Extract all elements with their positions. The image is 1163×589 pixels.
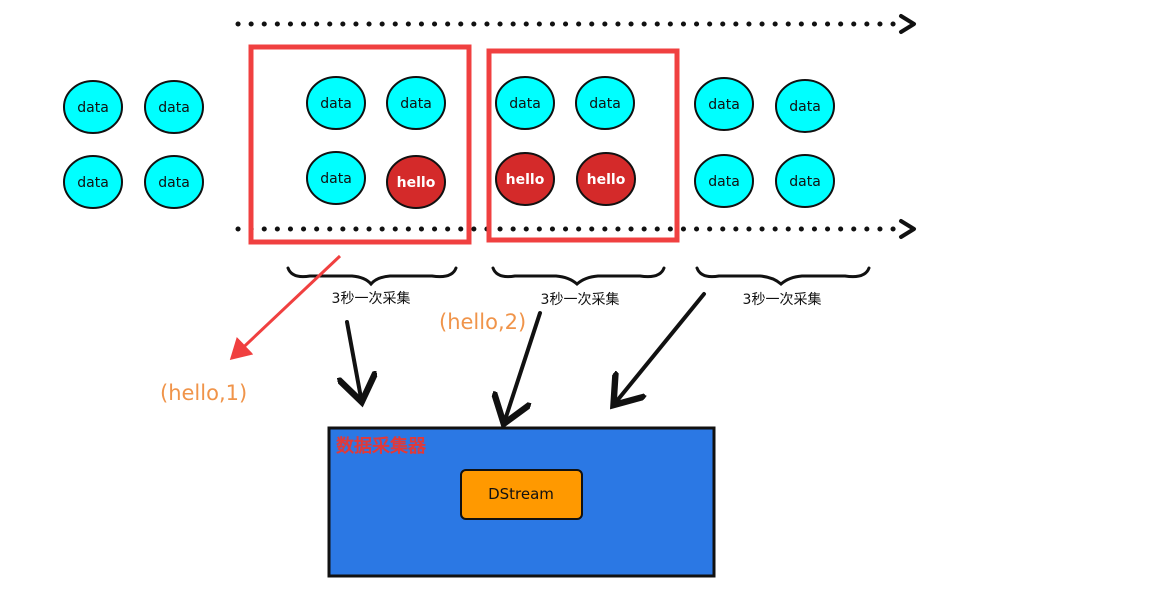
node: hello [495,152,555,206]
collector-title: 数据采集器 [336,435,427,457]
node: data [694,77,754,131]
node-label: hello [587,172,626,188]
node: hello [576,152,636,206]
node: data [144,155,204,209]
node-label: data [320,96,352,112]
node: data [775,154,835,208]
node: data [306,151,366,205]
result-label-hello-1: (hello,1) [160,381,247,405]
brace-label: 3秒一次采集 [541,291,620,308]
node-label: hello [397,175,436,191]
node: data [63,155,123,209]
node-label: data [158,175,190,191]
node: data [775,79,835,133]
collector-arrow-1 [347,320,361,398]
node-label: data [320,171,352,187]
node: data [63,80,123,134]
node-label: data [708,97,740,113]
node-label: hello [506,172,545,188]
collector-arrow-2 [505,311,542,420]
node-label: data [158,100,190,116]
node: data [575,76,635,130]
node-label: data [400,96,432,112]
node-label: data [789,99,821,115]
node: data [386,76,446,130]
dstream-label: DStream [488,485,554,503]
brace-label: 3秒一次采集 [332,290,411,307]
dstream-box [460,469,583,520]
batch-window-2 [486,48,680,243]
result-arrow-red [229,254,342,361]
result-label-hello-2: (hello,2) [439,310,526,334]
collector-arrow-3 [616,292,706,402]
node: data [144,80,204,134]
brace-2 [491,266,666,286]
stream-top-arrow-icon [899,14,916,34]
node: hello [386,155,446,209]
node: data [306,76,366,130]
node-label: data [708,174,740,190]
node: data [694,154,754,208]
brace-label: 3秒一次采集 [743,291,822,308]
node-label: data [77,175,109,191]
brace-1 [286,266,458,287]
node-label: data [509,96,541,112]
brace-3 [695,266,871,286]
stream-bottom-arrow-icon [899,219,916,239]
batch-window-1 [248,44,472,245]
node-label: data [589,96,621,112]
node-label: data [77,100,109,116]
node: data [495,76,555,130]
node-label: data [789,174,821,190]
